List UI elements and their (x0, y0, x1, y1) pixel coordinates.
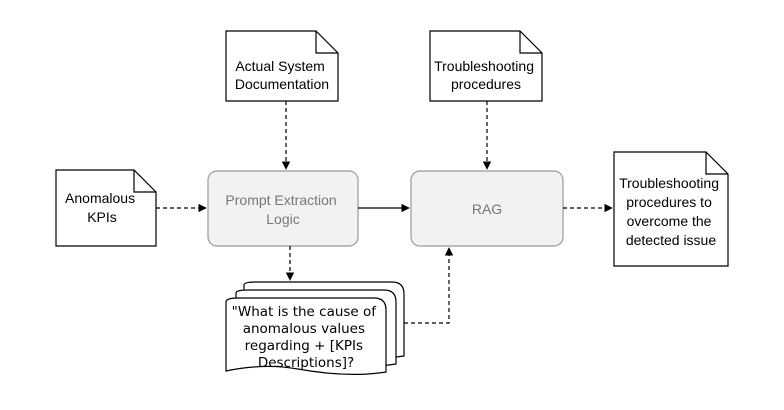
anomalous-kpis-node: Anomalous KPIs (55, 169, 157, 247)
svg-text:Actual System Documentat: Actual System Documentation (235, 58, 329, 92)
svg-text:Troubleshooting procedur: Troubleshooting procedures (434, 58, 538, 92)
rag-label: RAG (472, 201, 502, 217)
prompt-extraction-logic-line-2: Logic (266, 211, 299, 227)
svg-text:RAG: RAG (472, 201, 502, 217)
rag-node: RAG (410, 170, 564, 247)
prompt-line-4: Descriptions]? (258, 355, 354, 371)
prompt-line-3: regarding + [KPIs (245, 338, 363, 354)
prompt-stack-node: "What is the cause of anomalous values r… (225, 281, 405, 375)
troubleshooting-output-line-4: detected issue (626, 232, 716, 248)
troubleshooting-output-node: Troubleshooting procedures to overcome t… (613, 151, 729, 267)
svg-text:Troubleshooting procedur: Troubleshooting procedures to overcome t… (619, 175, 723, 248)
svg-text:Prompt Extraction Logic: Prompt Extraction Logic (225, 192, 340, 227)
svg-text:"What is the cause of an: "What is the cause of anomalous values r… (232, 304, 381, 371)
troubleshooting-procedures-input-node: Troubleshooting procedures (429, 30, 543, 102)
troubleshooting-procedures-input-line-2: procedures (451, 76, 521, 92)
prompt-extraction-logic-line-1: Prompt Extraction (225, 192, 336, 208)
anomalous-kpis-line-1: Anomalous (65, 190, 135, 206)
prompt-extraction-logic-node: Prompt Extraction Logic (207, 170, 359, 247)
troubleshooting-output-line-1: Troubleshooting (619, 175, 719, 191)
troubleshooting-procedures-input-line-1: Troubleshooting (434, 58, 534, 74)
prompt-line-2: anomalous values (243, 321, 365, 337)
anomalous-kpis-line-2: KPIs (87, 209, 117, 225)
svg-text:Anomalous KPIs: Anomalous KPIs (65, 190, 139, 225)
troubleshooting-output-line-2: procedures to (626, 194, 712, 210)
actual-system-documentation-node: Actual System Documentation (225, 30, 339, 102)
actual-system-documentation-line-2: Documentation (235, 76, 329, 92)
prompt-line-1: "What is the cause of (232, 304, 378, 320)
actual-system-documentation-line-1: Actual System (235, 58, 324, 74)
arrow-stack-to-rag (404, 247, 454, 324)
troubleshooting-output-line-3: overcome the (627, 213, 712, 229)
